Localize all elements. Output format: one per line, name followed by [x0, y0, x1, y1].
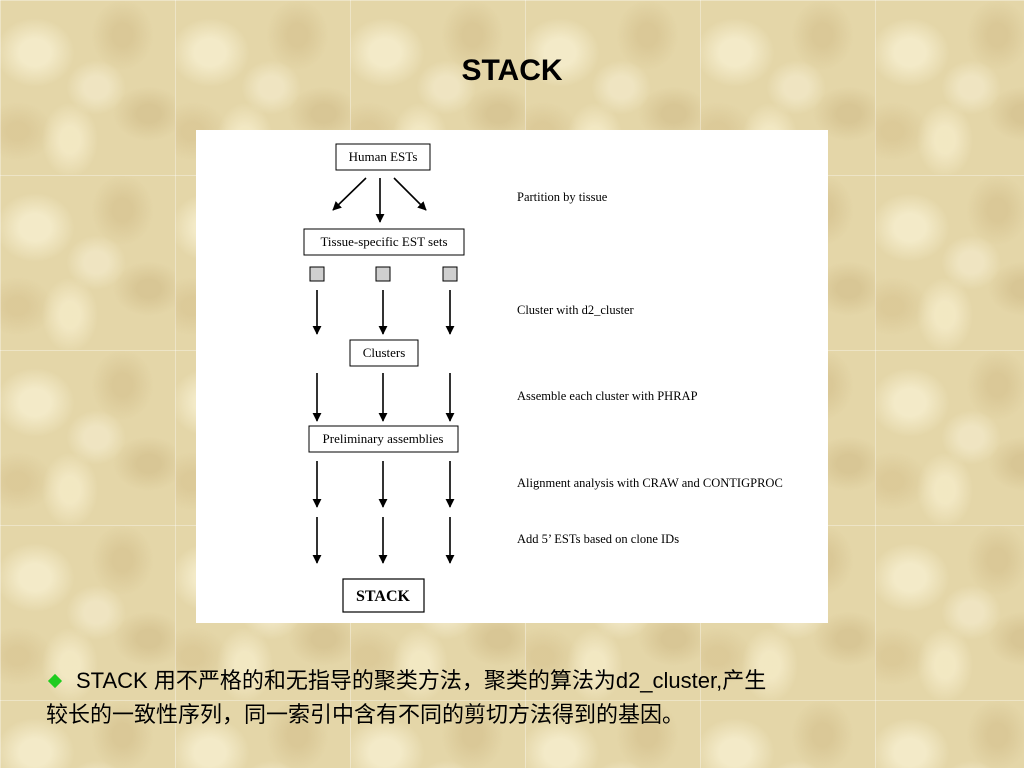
- bullet-text: STACK 用不严格的和无指导的聚类方法，聚类的算法为d2_cluster,产生…: [46, 664, 996, 732]
- arrows-add-ests: [312, 517, 455, 564]
- slide-title: STACK: [461, 54, 563, 87]
- tissue-square-1: [309, 266, 325, 282]
- stack-flow-diagram: Human ESTs Tissue-specific EST sets: [196, 130, 828, 623]
- diamond-bullet-icon: [47, 673, 63, 688]
- arrows-to-preliminary: [312, 373, 455, 422]
- tissue-square-3: [442, 266, 458, 282]
- arrow-left: [332, 177, 367, 211]
- node-tissue-specific-sets: Tissue-specific EST sets: [303, 228, 465, 256]
- node-preliminary-assemblies: Preliminary assemblies: [308, 425, 459, 453]
- step-add-ests: Add 5’ ESTs based on clone IDs: [517, 532, 679, 546]
- step-alignment: Alignment analysis with CRAW and CONTIGP…: [517, 476, 783, 490]
- step-cluster: Cluster with d2_cluster: [517, 303, 634, 317]
- tissue-square-2: [375, 266, 391, 282]
- arrows-alignment: [312, 461, 455, 508]
- arrows-to-clusters: [312, 290, 455, 335]
- node-preliminary-label: Preliminary assemblies: [323, 431, 444, 446]
- tissue-set-squares: [309, 266, 458, 282]
- step-assemble: Assemble each cluster with PHRAP: [517, 389, 698, 403]
- node-human-ests-label: Human ESTs: [349, 149, 418, 164]
- bullet-line-2: 较长的一致性序列，同一索引中含有不同的剪切方法得到的基因。: [46, 702, 685, 727]
- step-partition: Partition by tissue: [517, 190, 608, 204]
- arrow-right: [393, 177, 427, 211]
- node-human-ests: Human ESTs: [335, 143, 431, 171]
- node-stack: STACK: [342, 578, 425, 613]
- bullet-line-1: STACK 用不严格的和无指导的聚类方法，聚类的算法为d2_cluster,产生: [76, 668, 767, 693]
- node-clusters-label: Clusters: [363, 345, 406, 360]
- fan-out-arrows: [332, 177, 427, 223]
- node-clusters: Clusters: [349, 339, 419, 367]
- node-stack-label: STACK: [356, 588, 410, 605]
- node-tissue-sets-label: Tissue-specific EST sets: [320, 234, 447, 249]
